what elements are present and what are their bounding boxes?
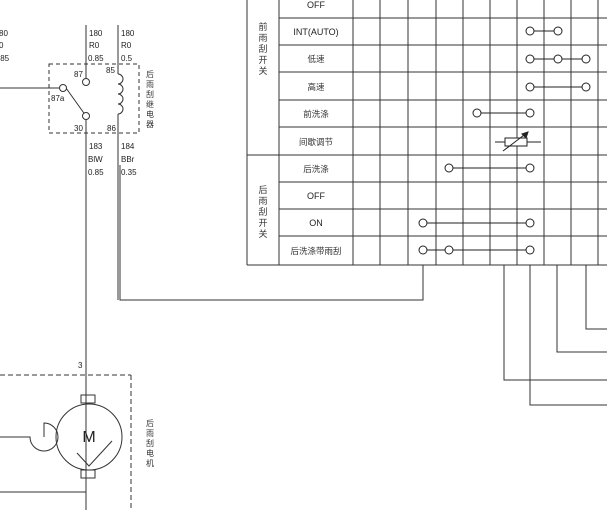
relay-label: 后 雨 刮 继 电 器	[146, 69, 154, 129]
wire-color: R0	[89, 41, 100, 50]
motor-pin-3: 3	[78, 361, 83, 370]
row-label-high-speed: 高速	[307, 82, 325, 93]
partial-wire-size: .85	[0, 54, 10, 63]
relay-contact-87	[82, 78, 90, 86]
rear-wiper-relay: 87 85 87a 30 86 后 雨 刮 继 电 器	[0, 25, 154, 510]
group-char: 开	[258, 55, 267, 66]
wire-num: 183	[89, 142, 103, 151]
label-char: 后	[146, 69, 154, 79]
label-char: 雨	[146, 429, 154, 438]
wire-size: 0.35	[121, 168, 137, 177]
row-label-rear-wash-with-wiper: 后洗涤带雨刮	[290, 246, 341, 257]
group-char: 开	[258, 218, 267, 229]
group-char: 刮	[258, 206, 267, 218]
wire-label-d: 184 BBr 0.35	[121, 142, 137, 177]
rear-wiper-switch-group-label: 后 雨 刮 开 关	[258, 185, 267, 240]
row-label-rear-off: OFF	[307, 191, 325, 201]
switch-table	[246, 0, 607, 266]
label-char: 电	[146, 109, 154, 119]
wire-color: BBr	[121, 155, 135, 164]
switch-row-labels: OFF INT(AUTO) 低速 高速 前洗涤 间歇调节 后洗涤 OFF ON …	[290, 0, 341, 257]
relay-pin-87a: 87a	[51, 94, 65, 103]
group-char: 刮	[258, 43, 267, 55]
relay-pin-86: 86	[107, 124, 116, 133]
group-char: 雨	[258, 196, 267, 207]
wire-label-a: 180 R0 0.85	[88, 29, 104, 63]
wire-label-c: 183 BlW 0.85	[88, 142, 104, 177]
motor-label: 后 雨 刮 电 机	[146, 418, 154, 468]
table-output-wires	[119, 165, 607, 406]
row-label-low-speed: 低速	[307, 54, 325, 65]
group-char: 关	[258, 228, 267, 240]
group-char: 关	[258, 65, 267, 77]
row-label-intermittent-adjust: 间歇调节	[299, 137, 334, 148]
row-label-int-auto: INT(AUTO)	[293, 27, 338, 37]
label-char: 电	[146, 448, 154, 458]
wire-num: 180	[89, 29, 103, 38]
partial-wire-color: 0	[0, 41, 4, 50]
left-partial-labels: 80 0 .85	[0, 29, 10, 63]
label-char: 后	[146, 418, 154, 428]
rear-wiper-motor: 3 M 后 雨 刮 电 机	[0, 361, 154, 510]
relay-contact-87a	[59, 84, 67, 92]
label-char: 雨	[146, 80, 154, 89]
wire-label-b: 180 R0 0.5	[121, 29, 135, 63]
wire-size: 0.85	[88, 168, 104, 177]
relay-pin-30: 30	[74, 124, 83, 133]
row-label-off: OFF	[307, 0, 325, 10]
partial-wire-num: 80	[0, 29, 8, 38]
relay-contact-30	[82, 112, 90, 120]
row-label-rear-wash: 后洗涤	[303, 164, 329, 175]
wire-color: BlW	[88, 155, 103, 164]
wire-num: 184	[121, 142, 135, 151]
label-char: 器	[146, 120, 154, 129]
wire-num: 180	[121, 29, 135, 38]
label-char: 刮	[146, 89, 154, 99]
group-char: 前	[258, 21, 267, 33]
row-label-rear-on: ON	[309, 218, 323, 228]
switch-contacts	[418, 26, 591, 255]
relay-pin-87: 87	[74, 70, 83, 79]
group-char: 后	[258, 185, 267, 196]
motor-symbol: M	[82, 429, 95, 446]
wire-size: 0.5	[121, 54, 133, 63]
relay-pin-85: 85	[106, 66, 115, 75]
front-wiper-switch-group-label: 前 雨 刮 开 关	[258, 21, 267, 77]
group-char: 雨	[258, 33, 267, 44]
label-char: 刮	[146, 438, 154, 448]
wire-size: 0.85	[88, 54, 104, 63]
row-label-front-wash: 前洗涤	[303, 109, 329, 120]
label-char: 机	[146, 458, 154, 468]
wire-color: R0	[121, 41, 132, 50]
label-char: 继	[146, 99, 154, 109]
